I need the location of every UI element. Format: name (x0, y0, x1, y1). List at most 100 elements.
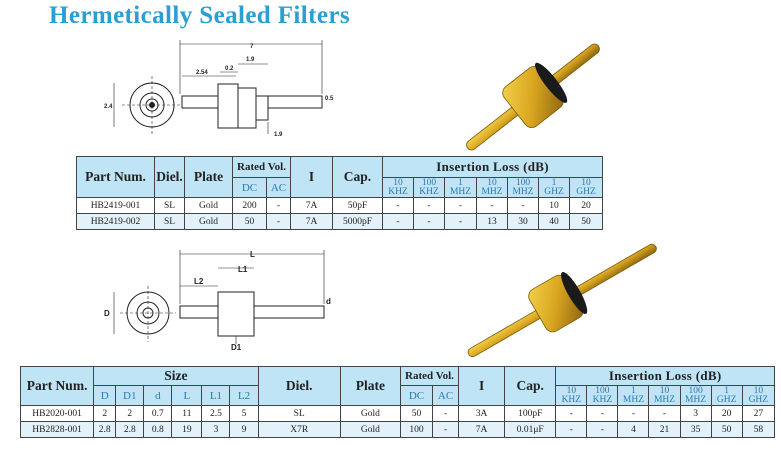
cell-loss: - (617, 405, 650, 422)
cell-dc: 200 (232, 197, 267, 214)
col-current: I (458, 366, 506, 406)
cell-ac: - (431, 405, 460, 422)
cell-part: HB2419-001 (76, 197, 155, 214)
cell-loss: - (413, 197, 445, 214)
col-size-D: D (93, 385, 117, 406)
col-dc: DC (399, 385, 434, 406)
col-current: I (290, 156, 333, 198)
col-size-L2: L2 (229, 385, 259, 406)
cell-loss: 27 (741, 405, 776, 422)
cell-loss: - (555, 421, 588, 438)
cell-size: 5 (229, 405, 259, 422)
cell-current: 7A (458, 421, 506, 438)
cell-loss: 30 (507, 213, 539, 230)
dim-diameter: 2.4 (104, 104, 113, 110)
end-view-1 (113, 76, 182, 134)
dim-bottom: 1.9 (274, 132, 283, 138)
cell-loss: 50 (710, 421, 743, 438)
cell-loss: 21 (648, 421, 681, 438)
cell-plate: Gold (339, 421, 401, 438)
cell-size: 9 (229, 421, 259, 438)
side-view-1 (179, 40, 323, 134)
dim-segment-c: 0.2 (225, 66, 234, 72)
cell-loss: 10 (538, 197, 570, 214)
cell-loss: 40 (538, 213, 570, 230)
cell-part: HB2419-002 (76, 213, 155, 230)
col-dielectric: Diel. (257, 366, 341, 406)
col-insertion-loss: Insertion Loss (dB) (381, 156, 604, 178)
cell-loss: - (555, 405, 588, 422)
cell-loss: - (382, 197, 414, 214)
dim-L2: L2 (194, 277, 204, 286)
cell-plate: Gold (184, 197, 233, 214)
cell-size: 2.8 (93, 421, 117, 438)
drawing-hb2020: L L1 L2 D d D1 (104, 250, 331, 352)
col-capacitance: Cap. (504, 366, 557, 406)
cell-loss: - (413, 213, 445, 230)
cell-size: 2.8 (115, 421, 145, 438)
dim-L: L (250, 250, 255, 259)
cell-loss: 3 (679, 405, 712, 422)
cell-ac: - (266, 213, 291, 230)
cell-current: 3A (458, 405, 506, 422)
dim-segment-b: 2.54 (196, 70, 208, 76)
cell-plate: Gold (184, 213, 233, 230)
cell-diel: SL (154, 197, 185, 214)
drawing-hb2419: 7 1.9 2.54 0.2 2.4 0.5 1.9 (104, 40, 334, 138)
side-view-2 (179, 250, 325, 344)
cell-loss: - (444, 213, 477, 230)
table-row: HB2020-001 2 2 0.7 11 2.5 5 SL Gold 50 -… (19, 405, 776, 422)
cell-part: HB2828-001 (19, 421, 95, 438)
cell-loss: - (648, 405, 681, 422)
end-view-2 (113, 286, 176, 342)
col-insertion-loss: Insertion Loss (dB) (555, 366, 775, 386)
col-size-L: L (171, 385, 203, 406)
cell-current: 7A (290, 197, 333, 214)
filter-photo-1 (466, 43, 600, 151)
cell-loss: 4 (617, 421, 650, 438)
col-plate: Plate (339, 366, 401, 406)
cell-size: 2 (93, 405, 117, 422)
cell-part: HB2020-001 (19, 405, 95, 422)
cell-cap: 0.01μF (504, 421, 557, 438)
cell-diel: SL (257, 405, 341, 422)
cell-size: 0.7 (143, 405, 173, 422)
cell-dc: 50 (232, 213, 267, 230)
col-rated-voltage: Rated Vol. (232, 156, 291, 178)
dim-D1: D1 (231, 343, 242, 352)
cell-ac: - (431, 421, 460, 438)
cell-size: 11 (171, 405, 203, 422)
cell-diel: X7R (257, 421, 341, 438)
cell-loss: 13 (476, 213, 508, 230)
cell-cap: 100pF (504, 405, 557, 422)
cell-loss: 58 (741, 421, 776, 438)
cell-cap: 50pF (332, 197, 383, 214)
dim-d: d (326, 297, 331, 306)
cell-size: 19 (171, 421, 203, 438)
cell-loss: - (382, 213, 414, 230)
col-rated-voltage: Rated Vol. (399, 366, 460, 386)
dim-L1: L1 (238, 265, 248, 274)
cell-current: 7A (290, 213, 333, 230)
col-dc: DC (232, 177, 267, 198)
col-size-d: d (143, 385, 173, 406)
col-capacitance: Cap. (332, 156, 383, 198)
col-size: Size (93, 366, 259, 386)
dim-D: D (104, 309, 110, 318)
cell-ac: - (266, 197, 291, 214)
page-title: Hermetically Sealed Filters (49, 2, 350, 29)
cell-loss: 50 (568, 213, 604, 230)
table-row: HB2419-002 SL Gold 50 - 7A 5000pF - - - … (76, 213, 604, 230)
col-plate: Plate (184, 156, 233, 198)
cell-loss: - (444, 197, 477, 214)
cell-size: 2.5 (201, 405, 231, 422)
